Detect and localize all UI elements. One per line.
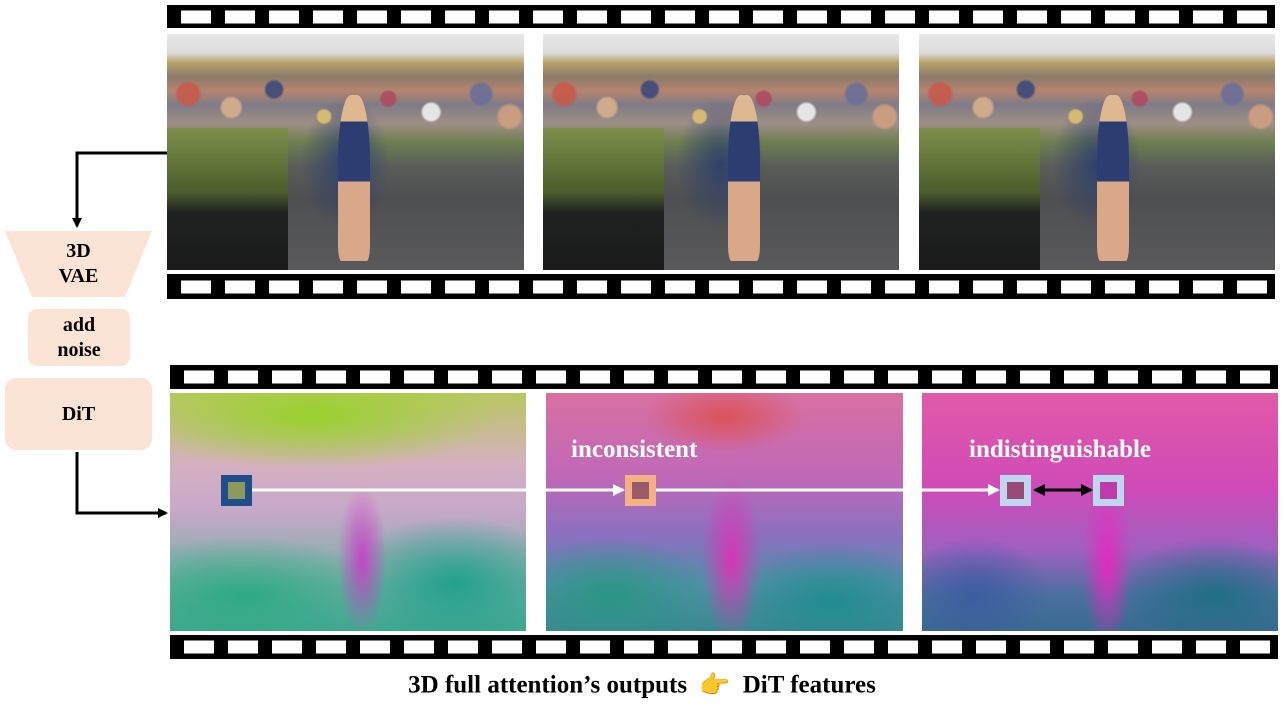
match-marker-frame3-b [1093, 475, 1124, 506]
arrow-dit-to-features [75, 452, 168, 518]
match-marker-frame2 [625, 475, 656, 506]
label-indistinguishable: indistinguishable [969, 436, 1152, 463]
caption-right-text: DiT features [742, 671, 876, 699]
feature-map-3 [922, 393, 1278, 631]
noise-label-line2: noise [57, 338, 101, 361]
feature-map-2 [546, 393, 903, 631]
query-marker-frame1 [221, 475, 252, 506]
figure-caption: 3D full attention’s outputs 👉 DiT featur… [0, 670, 1284, 700]
noise-label-line1: add [62, 313, 96, 336]
vae-block: 3D VAE [5, 231, 152, 297]
video-frame-2 [543, 34, 899, 270]
caption-left-text: 3D full attention’s outputs [408, 671, 688, 699]
pipeline-arrows [72, 151, 168, 518]
dit-block: DiT [5, 378, 152, 450]
vae-label-line2: VAE [58, 265, 99, 287]
feature-map-1 [170, 393, 526, 631]
film-strip-top-gap-1 [524, 28, 543, 274]
film-strip-top-lower [167, 274, 1275, 299]
dit-label: DiT [61, 402, 96, 425]
arrow-frames-to-vae [72, 151, 167, 228]
film-strip-bottom-lower [170, 635, 1278, 659]
match-marker-frame3-a [1000, 475, 1031, 506]
vae-label-line1: 3D [66, 240, 91, 262]
label-inconsistent: inconsistent [571, 436, 698, 463]
pointing-hand-icon: 👉 [699, 670, 731, 700]
film-strip-top-upper [167, 5, 1275, 28]
video-frame-1 [167, 34, 524, 270]
add-noise-block: add noise [28, 309, 130, 366]
video-frame-3 [919, 34, 1275, 270]
film-strip-bottom-upper [170, 365, 1278, 389]
